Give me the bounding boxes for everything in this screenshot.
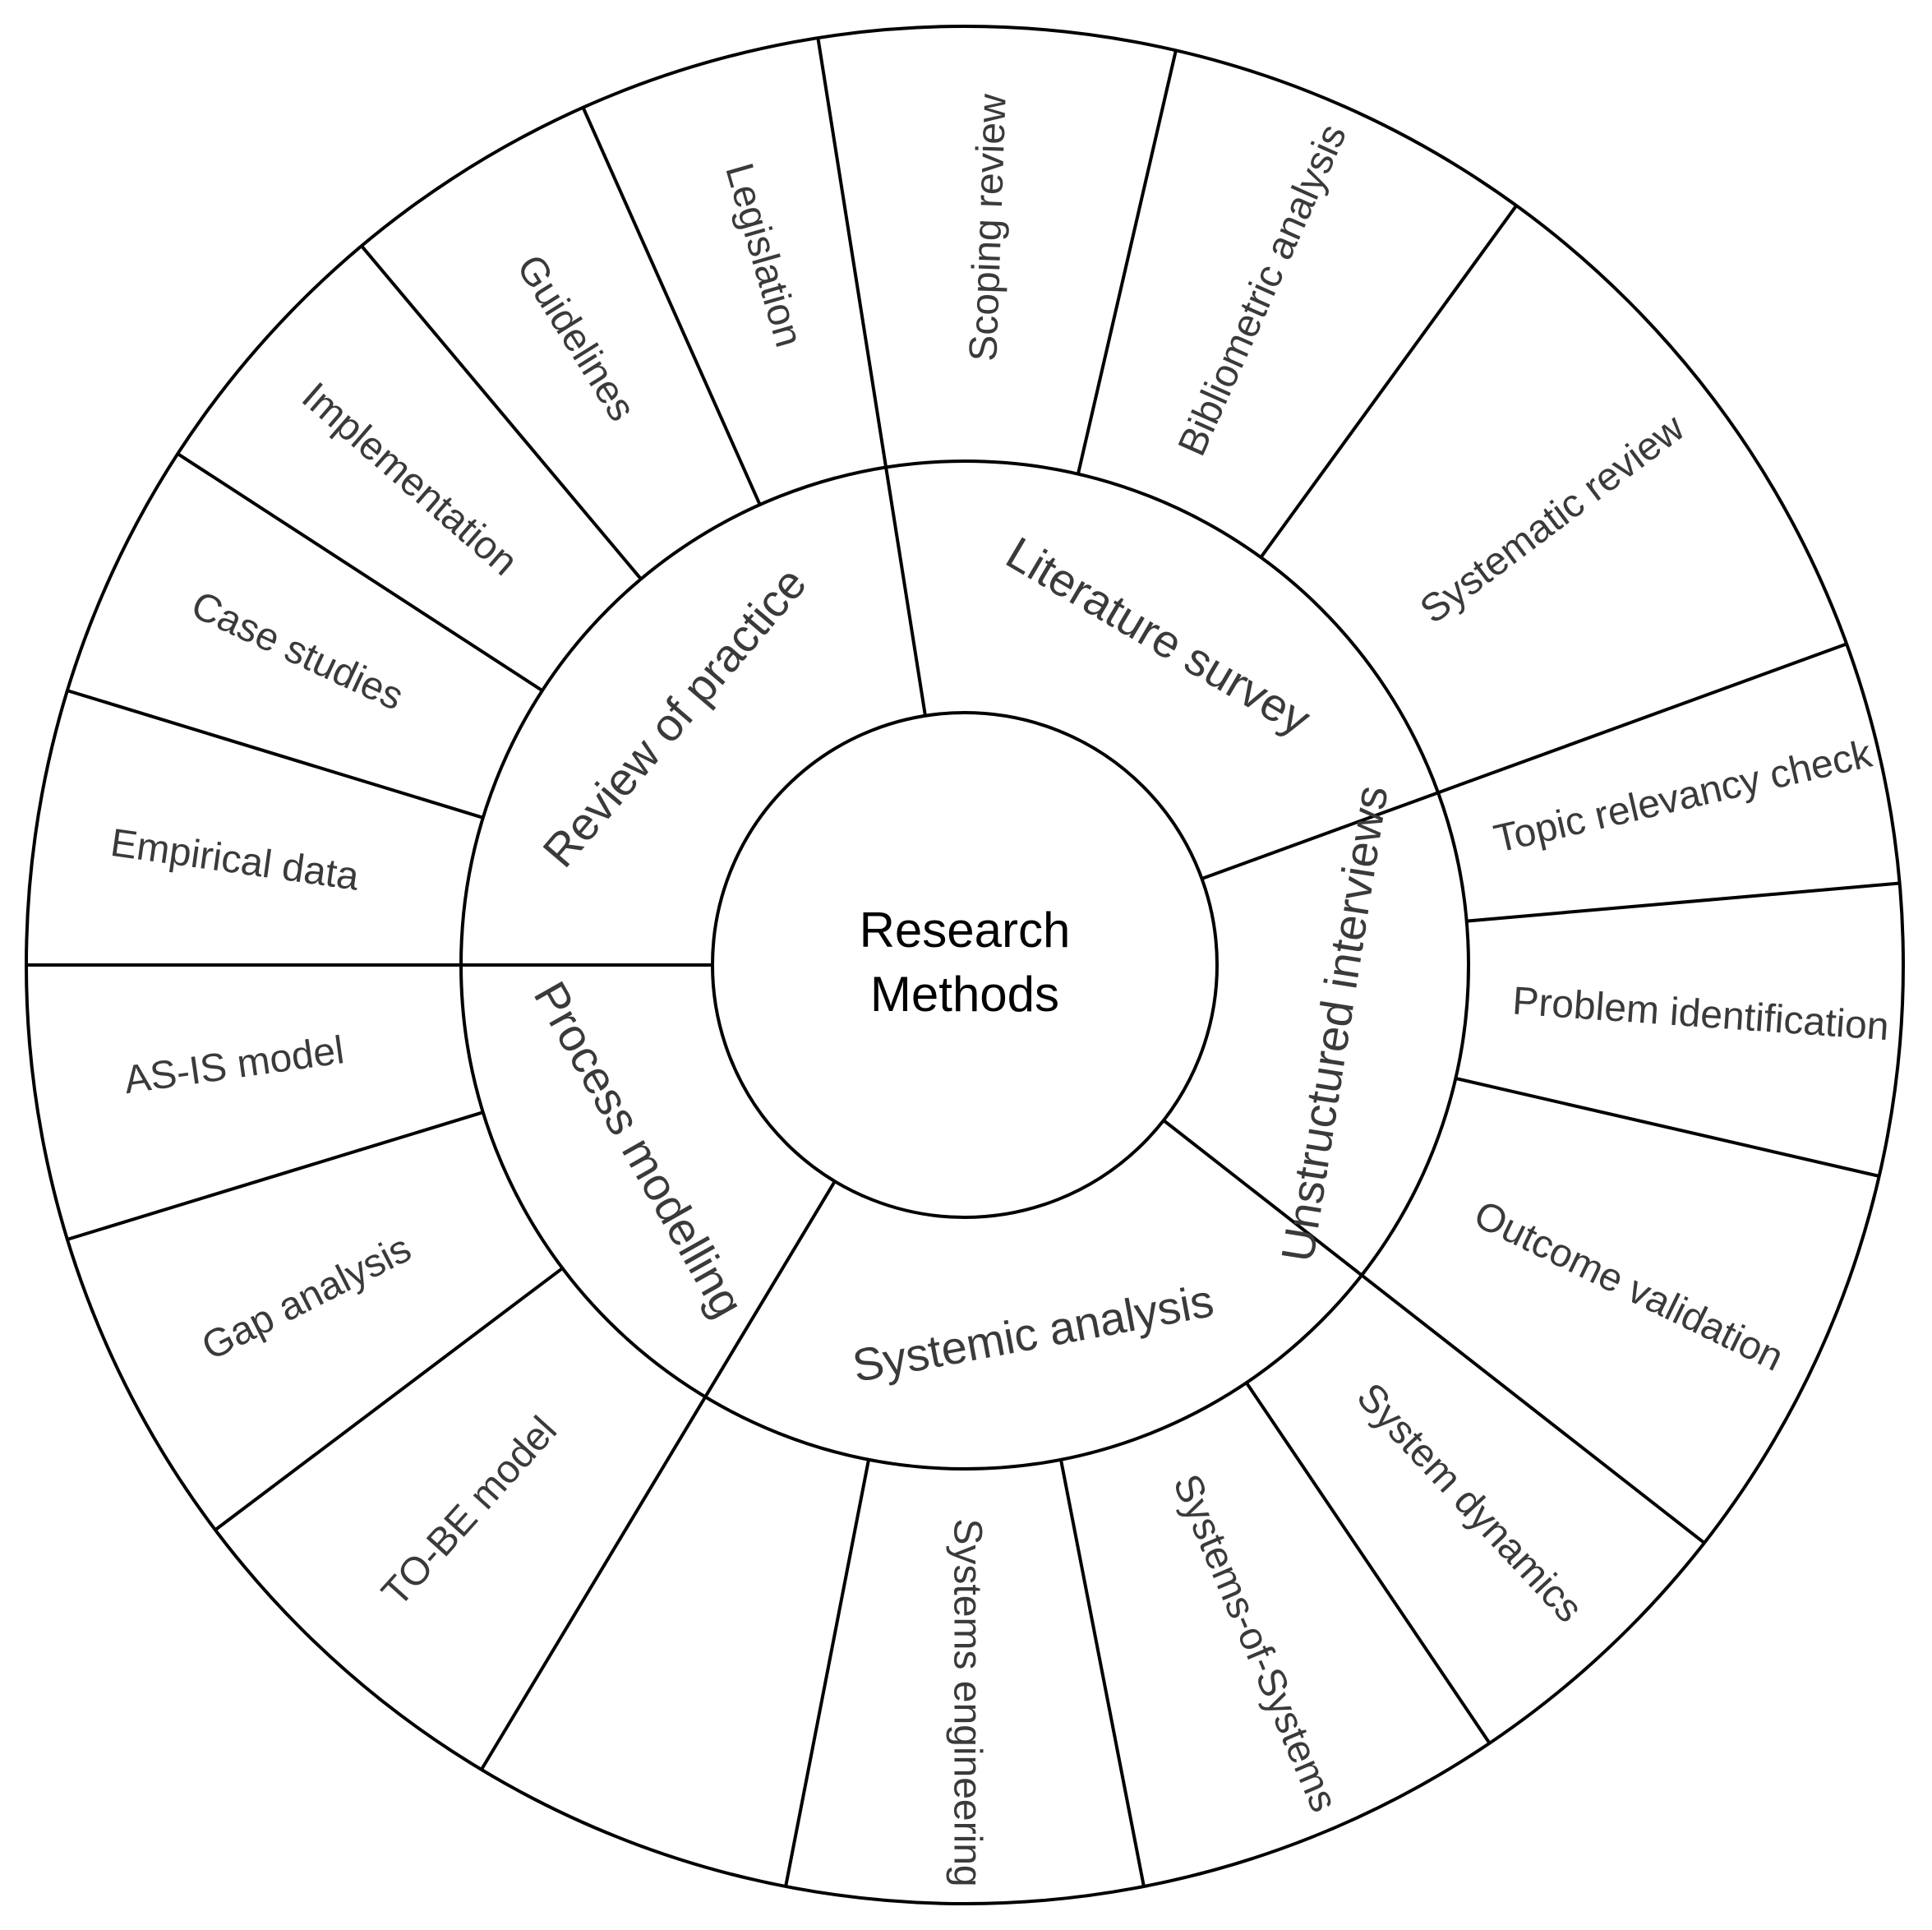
- method-divider: [1466, 881, 1900, 923]
- method-dividers: [26, 37, 1900, 1887]
- method-divider: [214, 1267, 564, 1531]
- method-label: TO-BE model: [374, 1409, 565, 1615]
- method-label: Case studies: [185, 583, 410, 718]
- method-label: Gap analysis: [195, 1226, 417, 1369]
- category-dividers: [461, 467, 1439, 1398]
- method-label: Empirical data: [108, 821, 362, 899]
- method-divider: [1245, 1382, 1492, 1744]
- center-title-line1: Research: [860, 903, 1071, 958]
- method-divider: [1437, 642, 1847, 795]
- method-label: Bibliometric analysis: [1170, 118, 1355, 463]
- method-divider: [816, 37, 888, 468]
- method-divider: [480, 1396, 707, 1771]
- category-label: Systemic analysis: [848, 1274, 1217, 1392]
- method-label: Systematic review: [1413, 406, 1693, 632]
- center-circle: [711, 711, 1219, 1219]
- method-label: Outcome validation: [1468, 1193, 1791, 1380]
- method-divider: [360, 244, 643, 580]
- method-label: AS-IS model: [122, 1028, 347, 1102]
- method-divider: [1455, 1076, 1880, 1178]
- category-divider: [703, 1180, 837, 1398]
- category-label: Unstructured interviews: [1271, 782, 1398, 1265]
- method-divider: [1059, 1459, 1146, 1887]
- method-divider: [784, 1459, 870, 1887]
- method-label: Scoping review: [961, 93, 1014, 362]
- method-divider: [1259, 204, 1518, 559]
- method-label: Guidelines: [508, 247, 643, 428]
- method-divider: [581, 106, 762, 506]
- method-divider: [67, 689, 484, 820]
- method-label: System dynamics: [1349, 1375, 1591, 1631]
- method-divider: [1360, 1273, 1706, 1544]
- category-divider: [884, 467, 927, 717]
- method-label: Systems-of-Systems: [1164, 1468, 1346, 1818]
- center-label: Research Methods: [860, 903, 1071, 1022]
- center-title-line2: Methods: [870, 967, 1059, 1022]
- method-label: Problem identification: [1511, 979, 1890, 1049]
- category-divider: [1162, 1119, 1363, 1277]
- category-label: Review of practice: [533, 557, 816, 877]
- method-divider: [1076, 49, 1178, 475]
- method-label: Systems engineering: [945, 1518, 989, 1886]
- category-divider: [1201, 791, 1439, 880]
- method-divider: [177, 452, 543, 692]
- method-label: Legislation: [717, 159, 810, 352]
- category-label: Literature survey: [998, 527, 1319, 746]
- method-divider: [67, 1110, 484, 1241]
